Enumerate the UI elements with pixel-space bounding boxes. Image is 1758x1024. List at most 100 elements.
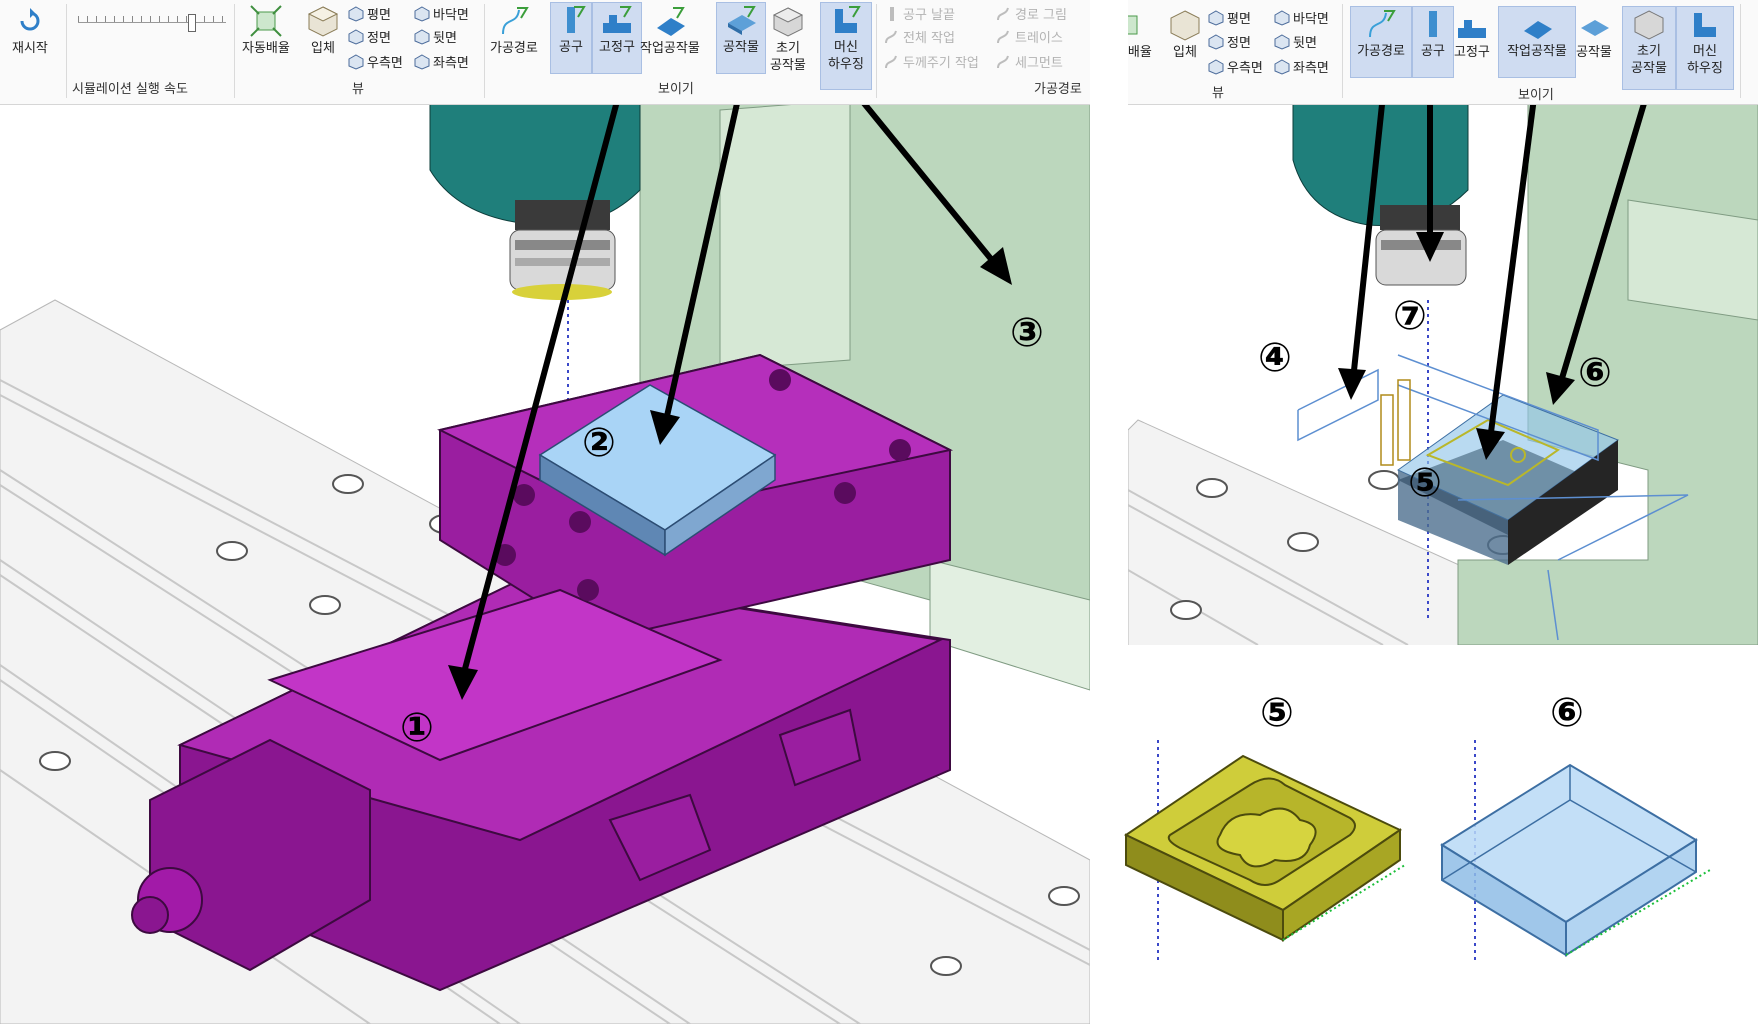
annotation-arrows: [448, 78, 1012, 700]
toolpath-button[interactable]: 가공경로: [490, 4, 538, 57]
right-view-icon: [348, 53, 364, 70]
part-icon: [728, 6, 756, 35]
callout-4: ④: [1258, 335, 1292, 381]
vise-bolt-holes: [494, 369, 911, 601]
initial-stock-icon: [772, 7, 804, 37]
view-back-button[interactable]: 뒷면: [414, 27, 457, 46]
restart-label: 재시작: [12, 41, 48, 56]
machine-housing-button-right[interactable]: 머신 하우징: [1676, 6, 1734, 90]
view-plan-button[interactable]: 평면: [348, 4, 391, 23]
in-process-stock-icon: [656, 7, 685, 36]
part-button[interactable]: 공작물: [716, 2, 766, 74]
fixture-icon: [1457, 20, 1486, 38]
tool-tip-button[interactable]: 공구 날끝: [884, 4, 955, 23]
auto-fit-icon: [250, 5, 282, 37]
machine-housing-button[interactable]: 머신 하우징: [820, 2, 872, 90]
front-view-icon: [348, 28, 364, 45]
toolpath-icon: [1369, 10, 1396, 38]
callout-3: ③: [1010, 310, 1044, 356]
all-operations-button[interactable]: 전체 작업: [884, 27, 955, 46]
callout-5: ⑤: [1408, 460, 1442, 506]
cube-icon: [307, 6, 339, 37]
tool-icon: [567, 6, 586, 33]
spindle-right: [1292, 99, 1469, 286]
part-button-right[interactable]: 공작물: [1576, 8, 1612, 61]
callout-7: ⑦: [1393, 293, 1427, 339]
right-view-icon: [1208, 58, 1224, 75]
segment-button[interactable]: 세그먼트: [996, 52, 1063, 71]
view-plan-button-right[interactable]: 평면: [1208, 8, 1251, 27]
back-view-icon: [414, 28, 430, 45]
initial-stock-transparent: [1440, 740, 1711, 960]
view-group-label: 뷰: [352, 82, 364, 97]
path-draw-button[interactable]: 경로 그림: [996, 4, 1067, 23]
view-back-button-right[interactable]: 뒷면: [1274, 32, 1317, 51]
callout-1: ①: [400, 705, 434, 751]
view-bottom-button[interactable]: 바닥면: [414, 4, 469, 23]
callout-5-detail: ⑤: [1260, 690, 1294, 736]
view-right-button[interactable]: 우측면: [348, 52, 403, 71]
stock-block: [538, 384, 777, 557]
finished-part: [1123, 740, 1406, 960]
sim-speed-label: 시뮬레이션 실행 속도: [72, 82, 188, 97]
toolpath-button-right[interactable]: 가공경로: [1350, 6, 1412, 78]
solid-view-button-right[interactable]: 입체: [1168, 8, 1202, 61]
part-with-stock-transparent: [1397, 394, 1620, 565]
restart-button[interactable]: 재시작: [12, 4, 48, 57]
initial-stock-button-right[interactable]: 초기 공작물: [1622, 6, 1676, 90]
trace-button[interactable]: 트레이스: [996, 27, 1063, 46]
callout-6: ⑥: [1578, 350, 1612, 396]
in-process-stock-button-right[interactable]: 작업공작물: [1498, 6, 1576, 78]
view-front-button[interactable]: 정면: [348, 27, 391, 46]
plan-view-icon: [348, 5, 364, 22]
left-view-icon: [1274, 58, 1290, 75]
fixture-button[interactable]: 고정구: [592, 2, 642, 74]
view-bottom-button-right[interactable]: 바닥면: [1274, 8, 1329, 27]
right-3d-viewport[interactable]: [1128, 0, 1758, 645]
view-front-button-right[interactable]: 정면: [1208, 32, 1251, 51]
tool-button[interactable]: 공구: [550, 2, 592, 74]
view-left-button-right[interactable]: 좌측면: [1274, 57, 1329, 76]
auto-fit-button-right[interactable]: 자동배율: [1128, 8, 1152, 61]
initial-stock-button[interactable]: 초기 공작물: [770, 4, 806, 74]
solid-view-button[interactable]: 입체: [306, 4, 340, 57]
toolpath-icon: [501, 7, 529, 35]
view-group-label-right: 뷰: [1212, 86, 1224, 101]
machine-housing-icon: [835, 6, 861, 33]
back-view-icon: [1274, 33, 1290, 50]
segment-icon: [997, 55, 1009, 68]
spindle: [429, 99, 641, 300]
front-view-icon: [1208, 33, 1224, 50]
sim-speed-slider[interactable]: [78, 12, 226, 32]
callout-2: ②: [582, 420, 616, 466]
slider-thumb[interactable]: [188, 14, 196, 32]
bottom-detail-views: ⑤ ⑥: [1110, 650, 1758, 1024]
ribbon-left: 재시작 시뮬레이션 실행 속도 자동배율 입체 평면 정면 우측면 바닥면 뒷면…: [0, 0, 1090, 105]
detail-part-and-stock: [1123, 740, 1711, 960]
vise-fixture: [131, 353, 954, 992]
plan-view-icon: [1208, 9, 1224, 26]
thickness-cycle-button[interactable]: 두께주기 작업: [884, 52, 979, 71]
view-left-button[interactable]: 좌측면: [414, 52, 469, 71]
initial-stock-icon: [1634, 10, 1664, 40]
view-right-button-right[interactable]: 우측면: [1208, 57, 1263, 76]
ribbon-right: 자동배율 입체 평면 정면 우측면 바닥면 뒷면 좌측면 뷰 가공경로 공구 고…: [1128, 0, 1758, 105]
trace-icon: [997, 30, 1009, 43]
callout-6-detail: ⑥: [1550, 690, 1584, 736]
right-screenshot: ④ ⑦ ⑥ ⑤ 자동배율 입체 평면 정면 우측면 바닥면 뒷면 좌측면 뷰 가…: [1128, 0, 1758, 645]
fixture-icon: [603, 6, 632, 33]
restart-icon: [20, 8, 40, 31]
path-draw-icon: [997, 7, 1009, 20]
machine-housing-icon: [1694, 13, 1716, 37]
toolpath-group-label: 가공경로: [1034, 82, 1082, 97]
auto-fit-icon: [1128, 15, 1138, 35]
bottom-view-icon: [1274, 9, 1290, 26]
fixture-button-right[interactable]: 고정구: [1454, 8, 1490, 61]
left-3d-viewport[interactable]: [0, 0, 1090, 1024]
show-group-label-right: 보이기: [1518, 88, 1554, 103]
part-icon: [1580, 20, 1609, 36]
tool-button-right[interactable]: 공구: [1412, 6, 1454, 78]
in-process-stock-button[interactable]: 작업공작물: [640, 4, 700, 57]
thickness-cycle-icon: [885, 55, 897, 68]
auto-fit-button[interactable]: 자동배율: [242, 4, 290, 57]
